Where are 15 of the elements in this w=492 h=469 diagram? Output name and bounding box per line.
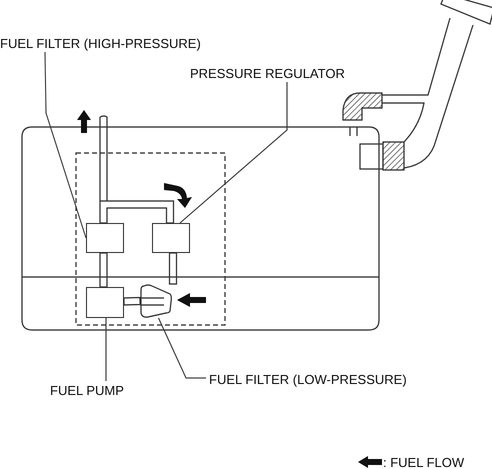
fuel-pipe [99,252,108,288]
callout-label: FUEL PUMP [50,383,124,398]
legend-label: : FUEL FLOW [383,455,464,469]
leader-line [180,82,288,224]
fuel-pipe [99,200,174,224]
callout-label: PRESSURE REGULATOR [190,66,345,81]
fuel-pipe [123,296,141,306]
callout-label: FUEL FILTER (HIGH-PRESSURE) [0,36,201,51]
pump-block [86,287,124,318]
leader-line [158,318,206,378]
filter-housing [140,284,173,318]
callout-label: FUEL FILTER (LOW-PRESSURE) [209,372,407,387]
fuel-pipe [168,252,178,285]
regulator-block [152,223,190,253]
filter-block [86,223,124,253]
